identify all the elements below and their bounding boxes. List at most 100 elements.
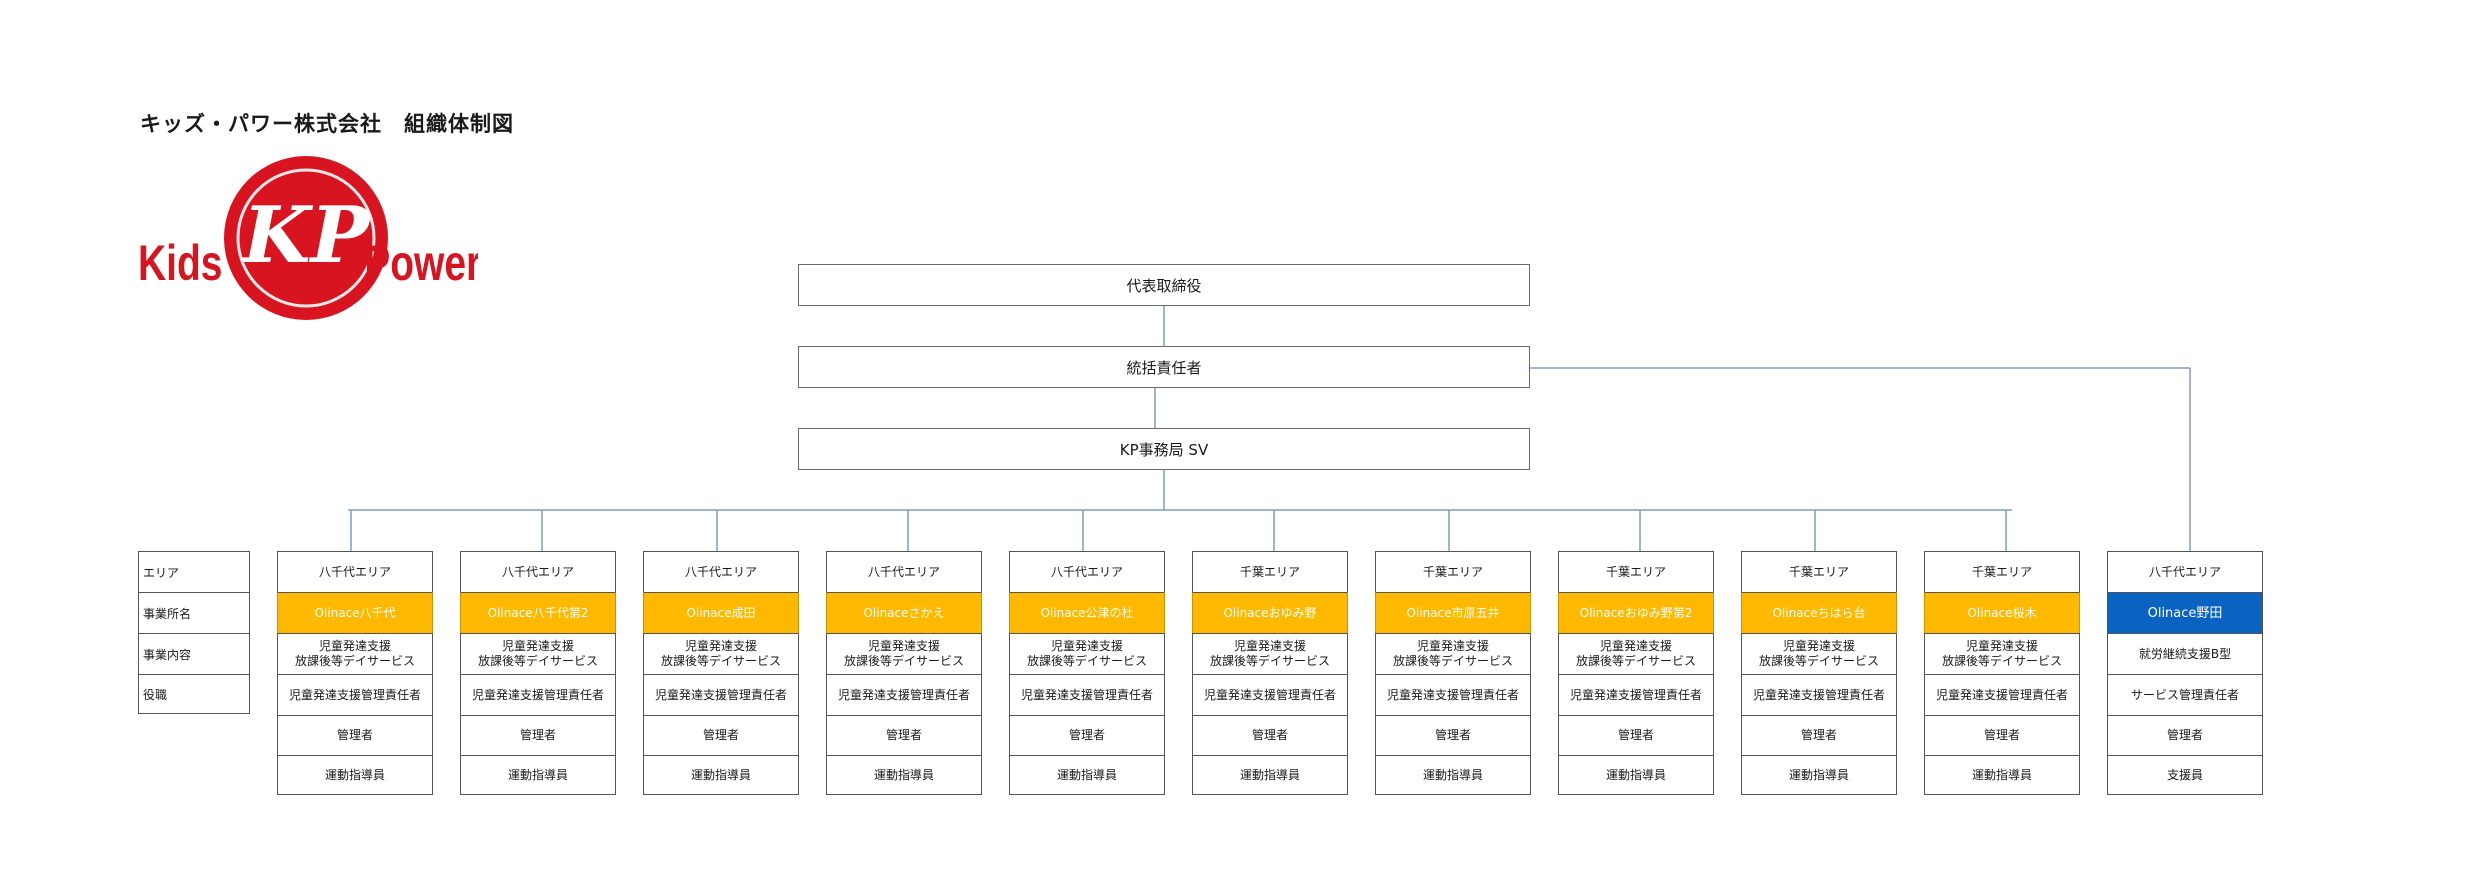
facility-role: 支援員: [2107, 755, 2263, 795]
facility-name: Olinace八千代第2: [460, 592, 616, 633]
facility-role: 運動指導員: [1741, 755, 1897, 795]
facility-name: Olinaceさかえ: [826, 592, 982, 633]
facility-role: 運動指導員: [643, 755, 799, 795]
kp-office-label: KP事務局 SV: [1119, 440, 1209, 459]
page-title: キッズ・パワー株式会社 組織体制図: [140, 111, 514, 136]
kids-power-logo: Kids KP Power: [138, 156, 478, 320]
facility-service-line: 児童発達支援: [1782, 639, 1855, 653]
facility-role: 児童発達支援管理責任者: [460, 674, 616, 715]
facility-name: Olinaceおゆみ野: [1192, 592, 1348, 633]
facility-service-line: 放課後等デイサービス: [1209, 654, 1330, 668]
facility-service-line: 放課後等デイサービス: [1941, 654, 2062, 668]
kp-office-box: KP事務局 SV: [798, 428, 1530, 470]
facility-role: 管理者: [460, 715, 616, 755]
facility-role: 児童発達支援管理責任者: [1009, 674, 1165, 715]
facility-role: 運動指導員: [1192, 755, 1348, 795]
facility-role: 管理者: [2107, 715, 2263, 755]
row-header-facility: 事業所名: [138, 592, 250, 633]
facility-area: 八千代エリア: [277, 551, 433, 592]
facility-name: Olinace八千代: [277, 592, 433, 633]
facility-role: 運動指導員: [1009, 755, 1165, 795]
facility-area: 八千代エリア: [2107, 551, 2263, 592]
facility-service: 児童発達支援放課後等デイサービス: [826, 633, 982, 674]
facility-service-line: 就労継続支援B型: [2138, 646, 2232, 661]
facility-service-line: 放課後等デイサービス: [477, 654, 598, 668]
logo-kids-text: Kids: [138, 234, 223, 291]
facility-service: 児童発達支援放課後等デイサービス: [460, 633, 616, 674]
facility-service-line: 放課後等デイサービス: [1026, 654, 1147, 668]
facility-name: Olinace公津の杜: [1009, 592, 1165, 633]
row-header-area: エリア: [138, 551, 250, 592]
facility-role: 運動指導員: [460, 755, 616, 795]
facility-service: 児童発達支援放課後等デイサービス: [277, 633, 433, 674]
facility-name: Olinace野田: [2107, 592, 2263, 633]
facility-service-line: 児童発達支援: [318, 639, 391, 653]
facility-service-line: 放課後等デイサービス: [294, 654, 415, 668]
facility-service: 児童発達支援放課後等デイサービス: [643, 633, 799, 674]
facility-service-line: 放課後等デイサービス: [1575, 654, 1696, 668]
facility-service-line: 放課後等デイサービス: [843, 654, 964, 668]
facility-service: 児童発達支援放課後等デイサービス: [1558, 633, 1714, 674]
facility-area: 千葉エリア: [1192, 551, 1348, 592]
facility-area: 千葉エリア: [1741, 551, 1897, 592]
facility-role: 児童発達支援管理責任者: [1192, 674, 1348, 715]
facility-role: 運動指導員: [277, 755, 433, 795]
facility-name: Olinace桜木: [1924, 592, 2080, 633]
facility-service-line: 児童発達支援: [1416, 639, 1489, 653]
facility-service: 児童発達支援放課後等デイサービス: [1924, 633, 2080, 674]
facility-role: 管理者: [1009, 715, 1165, 755]
facility-role: 運動指導員: [1924, 755, 2080, 795]
facility-service: 児童発達支援放課後等デイサービス: [1009, 633, 1165, 674]
facility-area: 千葉エリア: [1375, 551, 1531, 592]
facility-area: 八千代エリア: [643, 551, 799, 592]
facility-service-line: 児童発達支援: [1965, 639, 2038, 653]
facility-area: 八千代エリア: [1009, 551, 1165, 592]
facility-role: 管理者: [1741, 715, 1897, 755]
facility-service-line: 児童発達支援: [684, 639, 757, 653]
facility-role: 児童発達支援管理責任者: [277, 674, 433, 715]
facility-role: 児童発達支援管理責任者: [1924, 674, 2080, 715]
facility-role: 児童発達支援管理責任者: [1558, 674, 1714, 715]
facility-service-line: 放課後等デイサービス: [1758, 654, 1879, 668]
facility-role: 児童発達支援管理責任者: [826, 674, 982, 715]
facility-service-line: 児童発達支援: [1050, 639, 1123, 653]
facility-service-line: 放課後等デイサービス: [1392, 654, 1513, 668]
facility-role: 管理者: [826, 715, 982, 755]
facility-name: Olinace市原五井: [1375, 592, 1531, 633]
facility-role: サービス管理責任者: [2107, 674, 2263, 715]
facility-role: 管理者: [1558, 715, 1714, 755]
facility-role: 児童発達支援管理責任者: [1375, 674, 1531, 715]
facility-service: 就労継続支援B型: [2107, 633, 2263, 674]
facility-role: 児童発達支援管理責任者: [1741, 674, 1897, 715]
logo-power-text: Power: [364, 234, 478, 291]
facility-role: 管理者: [1924, 715, 2080, 755]
facility-role: 管理者: [643, 715, 799, 755]
logo-circle: [224, 156, 388, 320]
facility-area: 千葉エリア: [1558, 551, 1714, 592]
facility-service-line: 児童発達支援: [867, 639, 940, 653]
facility-name: Olinace成田: [643, 592, 799, 633]
ceo-box: 代表取締役: [798, 264, 1530, 306]
facility-service-line: 児童発達支援: [501, 639, 574, 653]
facility-service-line: 児童発達支援: [1599, 639, 1672, 653]
facility-role: 運動指導員: [826, 755, 982, 795]
facility-service: 児童発達支援放課後等デイサービス: [1375, 633, 1531, 674]
row-header-service: 事業内容: [138, 633, 250, 674]
facility-role: 運動指導員: [1375, 755, 1531, 795]
general-manager-box: 統括責任者: [798, 346, 1530, 388]
facility-area: 八千代エリア: [826, 551, 982, 592]
facility-role: 管理者: [277, 715, 433, 755]
row-header-role: 役職: [138, 674, 250, 714]
ceo-label: 代表取締役: [1126, 276, 1202, 295]
facility-name: Olinaceおゆみ野第2: [1558, 592, 1714, 633]
facility-role: 管理者: [1192, 715, 1348, 755]
facility-service: 児童発達支援放課後等デイサービス: [1741, 633, 1897, 674]
facility-role: 運動指導員: [1558, 755, 1714, 795]
general-manager-label: 統括責任者: [1126, 358, 1202, 377]
facility-service-line: 児童発達支援: [1233, 639, 1306, 653]
facility-name: Olinaceちはら台: [1741, 592, 1897, 633]
facility-area: 千葉エリア: [1924, 551, 2080, 592]
facility-service: 児童発達支援放課後等デイサービス: [1192, 633, 1348, 674]
facility-role: 管理者: [1375, 715, 1531, 755]
